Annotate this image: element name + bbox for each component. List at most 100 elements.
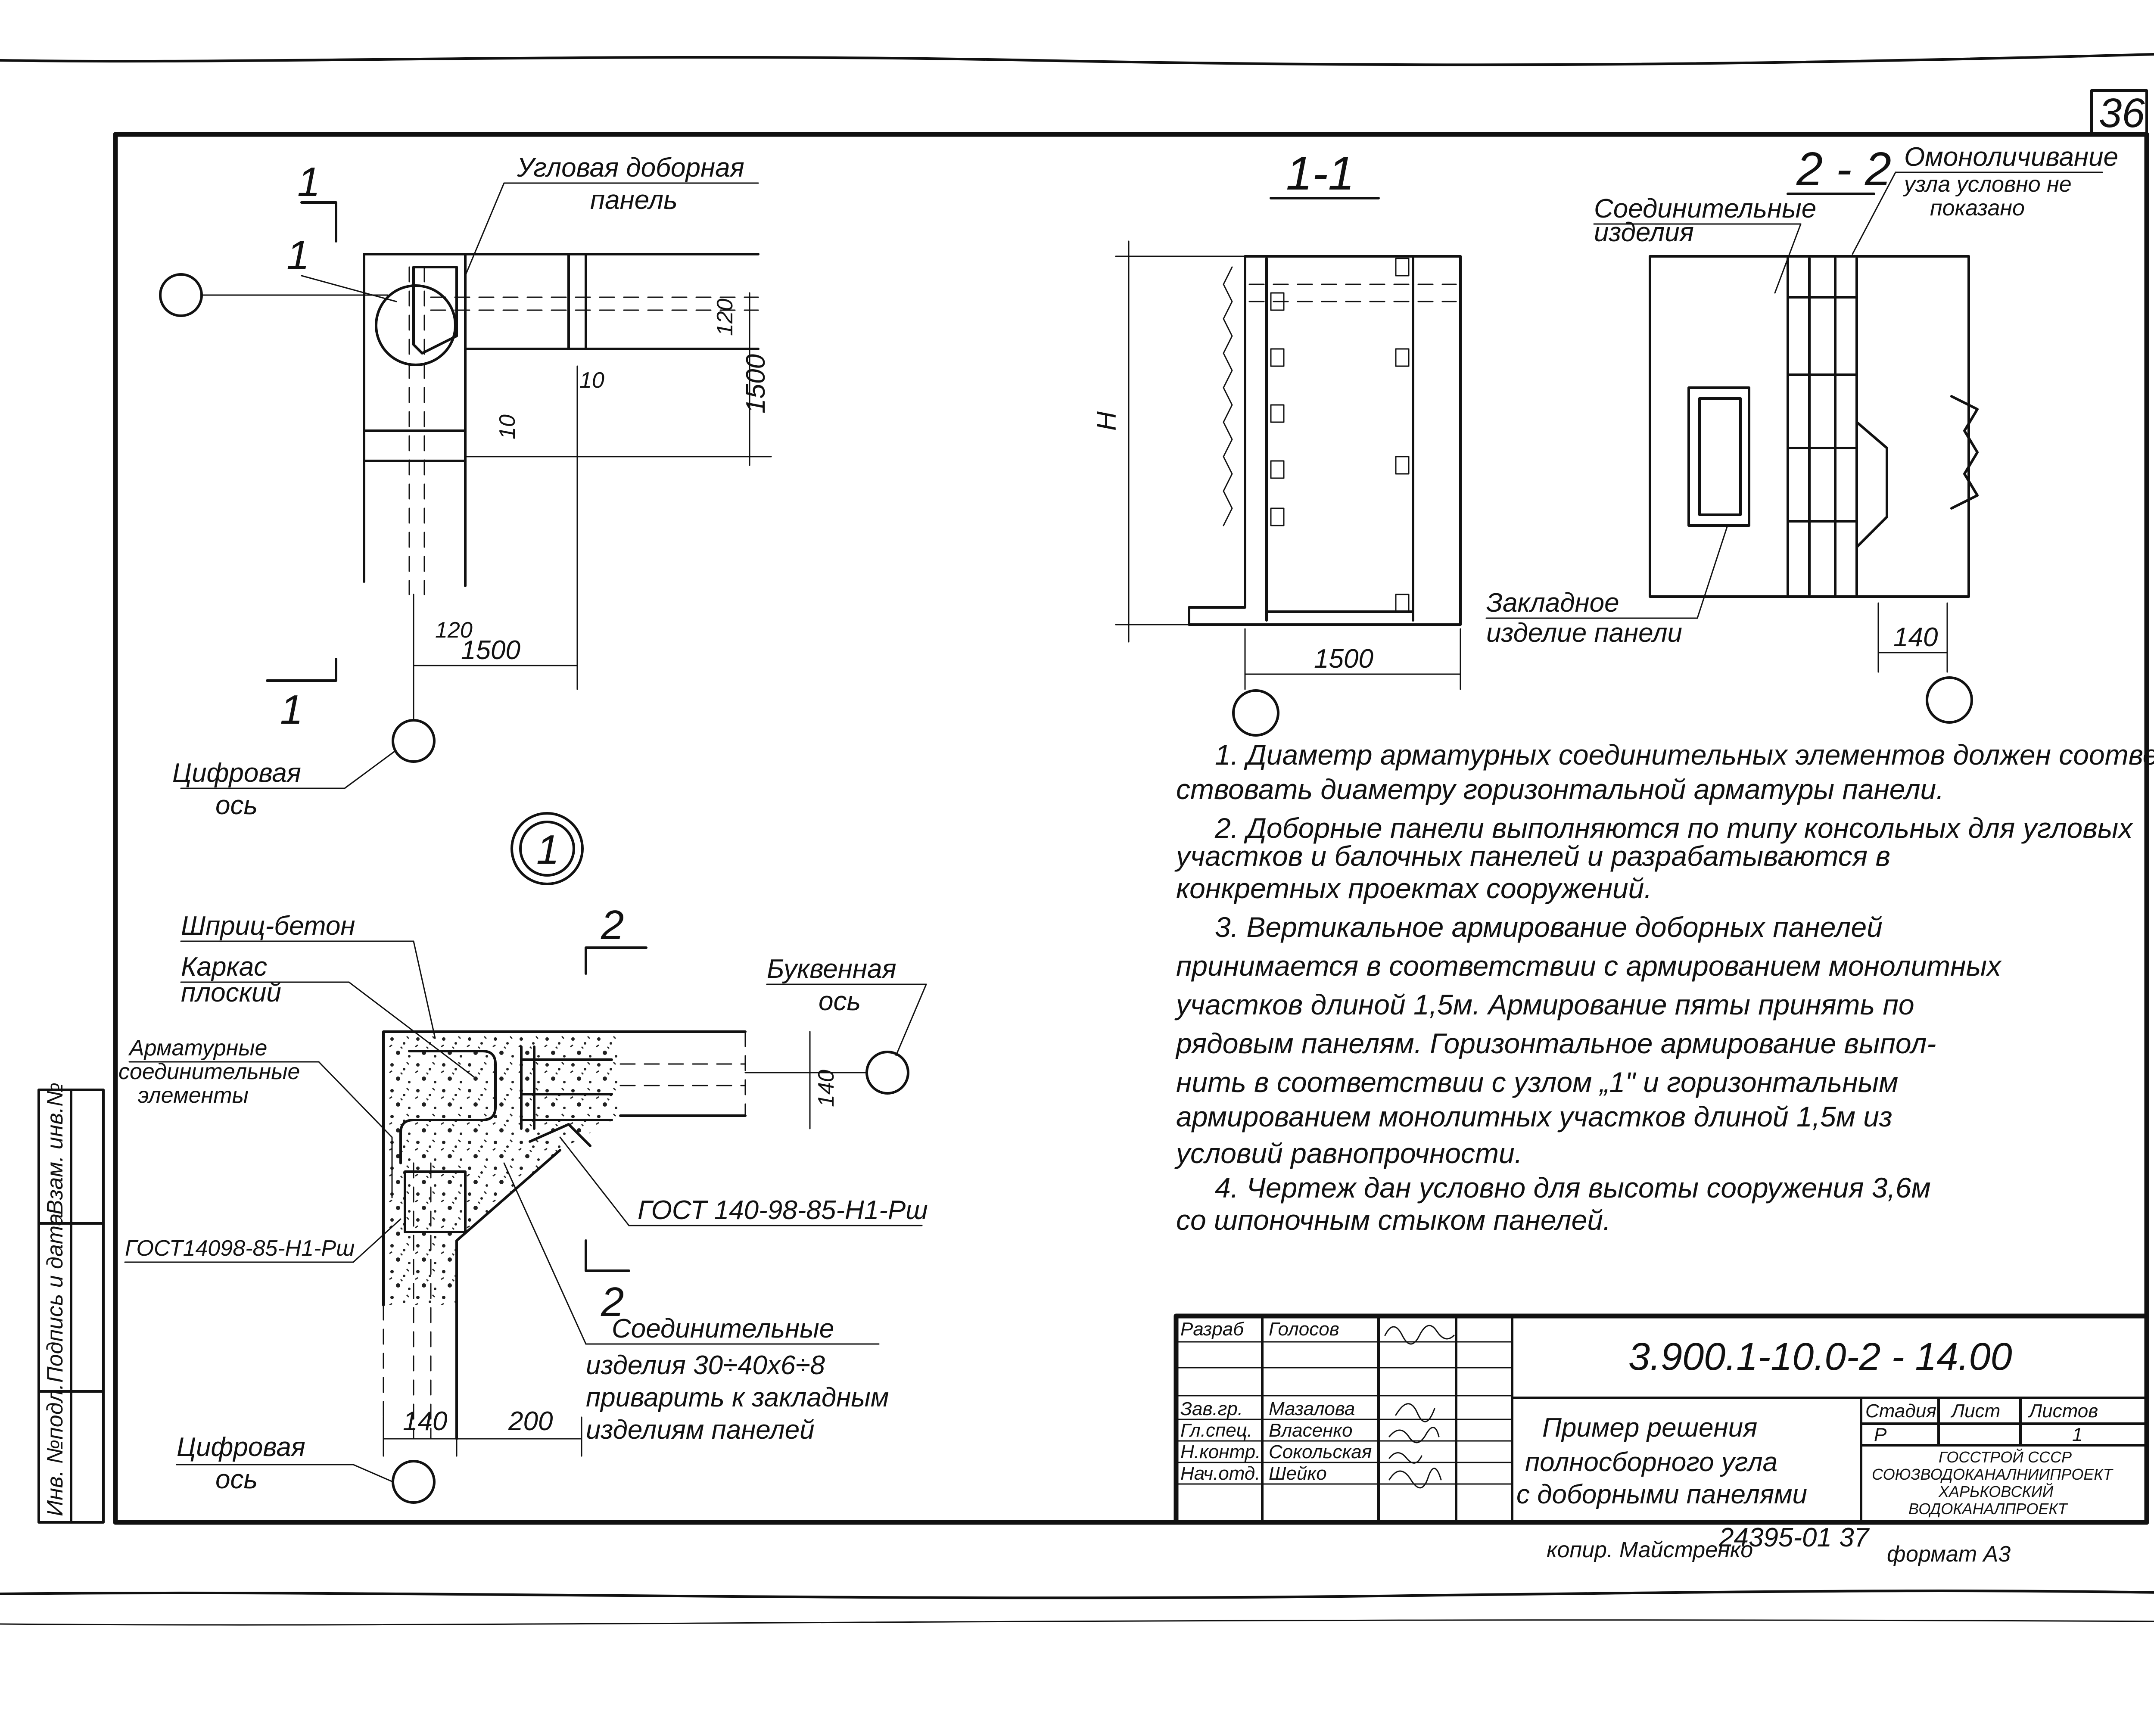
label-monolith-line3: показано [1930, 196, 2025, 221]
node-1-callout-circle [375, 284, 457, 366]
archive-number: 24395-01 37 [1718, 1523, 1870, 1552]
label-plan-axis-line2: ось [215, 790, 258, 820]
node-1-section-mark-bottom: 2 [601, 1279, 624, 1325]
section-2-2: 2 - 2 Омоноличивание узла условно не пок… [1485, 142, 2118, 724]
label-shotcrete: Шприц-бетон [181, 911, 355, 941]
dim-plan-gap-10-a: 10 [579, 368, 604, 393]
title-block: Разраб Голосов Зав.гр. Мазалова Гл.спец.… [1173, 1313, 2149, 1525]
tb-org-line1: ГОССТРОЙ СССР [1939, 1448, 2072, 1466]
section-1-1-dim-width: 1500 [1314, 644, 1373, 674]
label-corner-panel-line2: панель [590, 185, 678, 215]
side-stamp: Инв. №подл. Подпись и дата Взам. инв.№ [37, 1083, 105, 1524]
tb-name-0: Голосов [1269, 1319, 1339, 1340]
label-connectors-2-2-line1: Соединительные [1594, 194, 1816, 224]
sheet-frame [113, 132, 2149, 1525]
label-gost-left: ГОСТ14098-85-Н1-Рш [125, 1236, 355, 1261]
node-mark-plan: 1 [286, 232, 309, 278]
tb-role-1: Зав.гр. [1180, 1398, 1243, 1419]
sheet-number-box [2090, 89, 2148, 136]
note-line-6: принимается в соответствии с армирование… [1176, 950, 2002, 982]
tb-name-1: Мазалова [1269, 1398, 1355, 1419]
signatures [1384, 1325, 1455, 1489]
tb-name-4: Шейко [1269, 1463, 1327, 1484]
node-1-mark: 1 [536, 827, 559, 873]
tb-name-2: Власенко [1269, 1420, 1353, 1441]
note-line-12: 4. Чертеж дан условно для высоты сооруже… [1215, 1172, 1931, 1204]
tb-org-line3: ХАРЬКОВСКИЙ [1938, 1482, 2053, 1500]
dim-plan-right-1500: 1500 [741, 354, 771, 414]
plan-axis-circle-bottom [392, 719, 436, 763]
note-line-5: 3. Вертикальное армирование доборных пан… [1215, 911, 1883, 943]
node-1-axis-circle [392, 1460, 436, 1504]
section-2-2-axis-circle [1926, 676, 1973, 724]
tb-value-stage: Р [1874, 1424, 1887, 1445]
label-rebar-line2: соединительные [118, 1059, 300, 1084]
note-line-7: участков длиной 1,5м. Армирование пяты п… [1174, 989, 1914, 1020]
node-1-detail: 1 2 2 Шприц-бетон Каркас плоский Арматур… [118, 812, 928, 1504]
label-node-axis-line1: Цифровая [177, 1432, 305, 1462]
stamp-inv-original: Инв. №подл. [43, 1384, 68, 1516]
note-line-2: 2. Доборные панели выполняются по типу к… [1214, 812, 2133, 844]
notes-block: 1. Диаметр арматурных соединительных эле… [1174, 739, 2154, 1236]
node-1-mark-inner [519, 821, 575, 877]
note-line-11: условий равнопрочности. [1174, 1137, 1522, 1169]
label-connectors-2-2-line2: изделия [1594, 218, 1694, 247]
label-monolith-line2: узла условно не [1903, 172, 2072, 197]
label-letter-axis-line1: Буквенная [767, 954, 896, 984]
note-line-1: ствовать диаметру горизонтальной арматур… [1176, 773, 1944, 805]
note-line-9: нить в соответствии с узлом „1" и горизо… [1176, 1066, 1898, 1098]
copier-note: копир. Майстренко [1547, 1537, 1753, 1562]
note-line-8: рядовым панелям. Горизонтальное армирова… [1175, 1027, 1936, 1059]
dim-plan-bottom-120: 120 [435, 618, 473, 643]
section-1-1-title: 1-1 [1286, 147, 1354, 200]
tb-role-4: Нач.отд. [1180, 1463, 1260, 1484]
label-embedded-line1: Закладное [1486, 588, 1619, 618]
tb-org-line2: СОЮЗВОДОКАНАЛНИИПРОЕКТ [1872, 1465, 2114, 1483]
section-2-2-dim: 140 [1893, 622, 1938, 652]
dim-node-bottom-200: 200 [508, 1406, 553, 1436]
dim-plan-right-120: 120 [713, 299, 738, 336]
note-line-13: со шпоночным стыком панелей. [1176, 1204, 1611, 1236]
node-1-letter-axis-circle [865, 1051, 909, 1095]
note-line-0: 1. Диаметр арматурных соединительных эле… [1215, 739, 2154, 771]
label-rebar-line3: элементы [138, 1083, 249, 1108]
stamp-replacement-inv: Взам. инв.№ [43, 1083, 68, 1215]
sheet-number: 36 [2099, 90, 2145, 136]
plan-axis-circle-left [159, 273, 203, 317]
label-frame-line1: Каркас [181, 952, 267, 982]
tb-role-3: Н.контр. [1180, 1441, 1261, 1462]
label-node-connectors-line2: изделия 30÷40х6÷8 [586, 1350, 825, 1380]
tb-title-line3: с доборными панелями [1516, 1480, 1807, 1509]
label-letter-axis-line2: ось [819, 986, 861, 1016]
tb-title-line1: Пример решения [1542, 1413, 1757, 1443]
label-node-connectors-line4: изделиям панелей [586, 1415, 815, 1445]
label-embedded-line2: изделие панели [1486, 618, 1682, 648]
tb-header-sheet: Лист [1950, 1400, 2000, 1422]
label-node-connectors-line1: Соединительные [612, 1314, 834, 1344]
tb-role-2: Гл.спец. [1180, 1420, 1252, 1441]
section-1-1: 1-1 H 1500 [1092, 147, 1462, 737]
label-node-axis-line2: ось [215, 1465, 258, 1494]
tb-header-stage: Стадия [1865, 1400, 1936, 1422]
tb-title-line2: полносборного угла [1525, 1447, 1777, 1477]
section-2-2-title: 2 - 2 [1796, 143, 1891, 196]
label-plan-axis-line1: Цифровая [172, 758, 301, 788]
tb-name-3: Сокольская [1269, 1441, 1372, 1462]
node-1-section-mark-top: 2 [601, 902, 624, 948]
note-line-3: участков и балочных панелей и разрабатыв… [1174, 840, 1890, 872]
scan-edge-lines [0, 53, 2154, 1626]
section-mark-top: 1 [297, 159, 320, 205]
plan-view: Угловая доборная панель 1 1 1 1500 120 1… [159, 153, 772, 820]
tb-role-0: Разраб [1180, 1319, 1245, 1340]
tb-sheet-code: 3.900.1-10.0-2 - 14.00 [1628, 1335, 2012, 1378]
label-monolith-line1: Омоноличивание [1904, 142, 2118, 172]
dim-node-bottom-140: 140 [403, 1406, 447, 1436]
tb-value-sheets: 1 [2072, 1424, 2082, 1445]
format-label: формат А3 [1887, 1542, 2011, 1567]
label-corner-panel-line1: Угловая доборная [517, 153, 744, 183]
note-line-10: армированием монолитных участков длиной … [1176, 1101, 1893, 1132]
node-1-mark-outer [510, 812, 584, 885]
dim-plan-gap-10-b: 10 [495, 414, 520, 439]
tb-org-line4: ВОДОКАНАЛПРОЕКТ [1908, 1500, 2069, 1518]
